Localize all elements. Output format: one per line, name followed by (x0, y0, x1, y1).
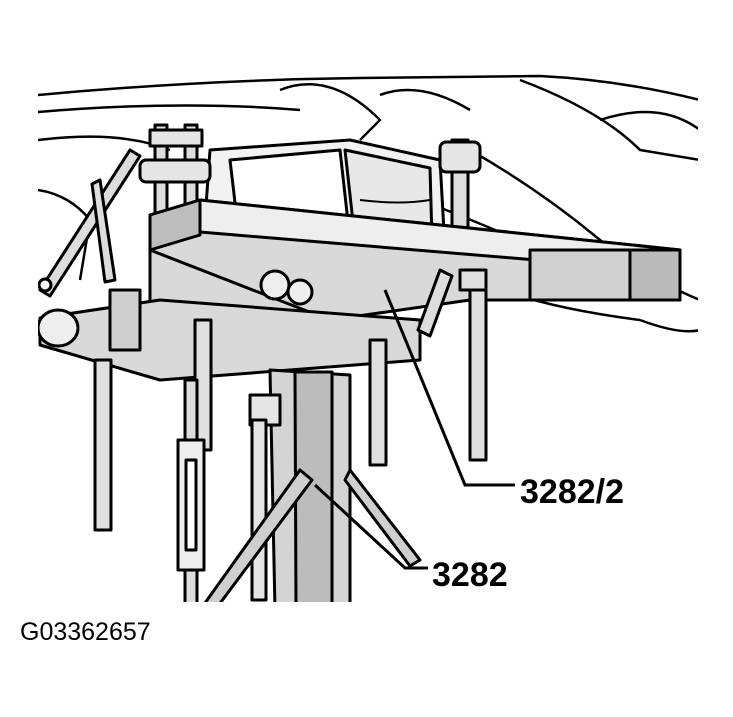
leader-line-3282 (313, 483, 428, 570)
hanging-rods (93, 268, 488, 532)
left-tie-rod (38, 148, 142, 298)
right-latch (416, 268, 454, 338)
upper-threaded-rods (138, 123, 482, 277)
vehicle-underbody (38, 74, 698, 333)
leader-line-3282-2 (383, 289, 515, 487)
left-arm-with-knob (38, 269, 422, 382)
callout-label-3282: 3282 (432, 556, 508, 594)
leader-lines (313, 289, 515, 570)
callout-label-3282-2: 3282/2 (520, 473, 624, 511)
figure-id: G03362657 (20, 618, 151, 646)
turnbuckle (176, 378, 206, 602)
support-stand-3282 (203, 368, 422, 602)
